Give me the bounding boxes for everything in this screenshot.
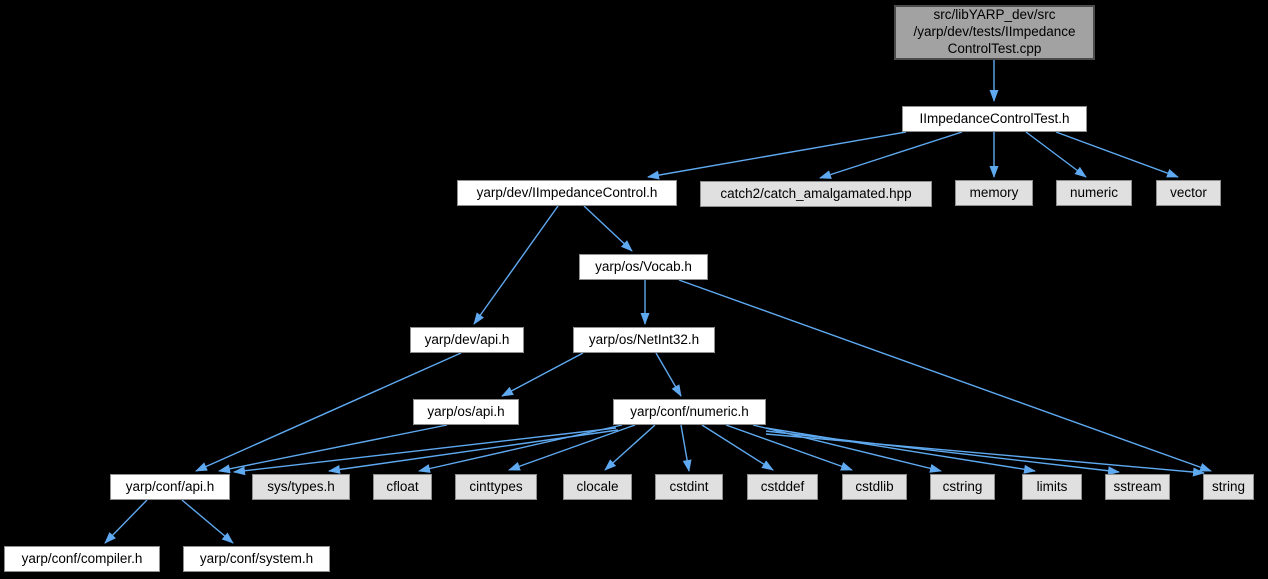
- edge-confnumeric-clocale: [604, 424, 656, 471]
- node-cstring: cstring: [930, 474, 995, 500]
- node-cinttypes: cinttypes: [455, 474, 537, 500]
- edge-confnumeric-cstdint: [680, 424, 692, 472]
- edge-osapi-confapi: [218, 424, 448, 474]
- node-compiler[interactable]: yarp/conf/compiler.h: [4, 546, 160, 572]
- node-osapi[interactable]: yarp/os/api.h: [413, 399, 519, 425]
- node-clocale: clocale: [563, 474, 632, 500]
- edge-vocab-string: [678, 279, 1212, 472]
- edge-impctl-devapi: [473, 205, 559, 325]
- node-devapi[interactable]: yarp/dev/api.h: [410, 327, 524, 353]
- node-cpp: src/libYARP_dev/src /yarp/dev/tests/IImp…: [894, 5, 1095, 60]
- node-cfloat: cfloat: [373, 474, 432, 500]
- edge-confnumeric-cinttypes: [508, 424, 636, 471]
- node-cstdlib: cstdlib: [842, 474, 907, 500]
- node-vector: vector: [1156, 180, 1221, 206]
- edge-confnumeric-string: [765, 433, 1205, 477]
- edge-confnumeric-cfloat: [418, 424, 623, 473]
- edge-confapi-compiler: [104, 499, 148, 544]
- edge-impctl-vocab: [583, 205, 633, 252]
- node-cstdint: cstdint: [655, 474, 723, 500]
- node-system_h[interactable]: yarp/conf/system.h: [183, 546, 330, 572]
- node-memory: memory: [955, 180, 1033, 206]
- node-systypes: sys/types.h: [252, 474, 350, 500]
- node-cstddef: cstddef: [747, 474, 818, 500]
- edge-confnumeric-cstddef: [701, 424, 774, 471]
- edge-testh-impctl: [647, 131, 907, 180]
- edge-testh-vector: [1055, 131, 1179, 178]
- edge-testh-catch2: [819, 131, 963, 179]
- edge-confnumeric-systypes: [328, 429, 619, 474]
- edge-confnumeric-confapi: [233, 427, 617, 476]
- edge-testh-numeric_std: [1025, 131, 1087, 178]
- edge-netint-confnumeric: [655, 352, 682, 397]
- node-sstream: sstream: [1105, 474, 1170, 500]
- node-testh[interactable]: IImpedanceControlTest.h: [902, 106, 1087, 132]
- node-confnumeric[interactable]: yarp/conf/numeric.h: [613, 399, 766, 425]
- node-impctl[interactable]: yarp/dev/IImpedanceControl.h: [457, 180, 677, 206]
- node-string: string: [1203, 474, 1254, 500]
- edge-netint-osapi: [501, 352, 584, 397]
- edge-confnumeric-sstream: [765, 430, 1120, 476]
- node-numeric_std: numeric: [1056, 180, 1132, 206]
- node-confapi[interactable]: yarp/conf/api.h: [110, 474, 230, 500]
- edge-confnumeric-cstring: [752, 424, 942, 473]
- node-vocab[interactable]: yarp/os/Vocab.h: [579, 254, 708, 280]
- edge-confapi-system_h: [181, 499, 234, 544]
- edge-confnumeric-cstdlib: [725, 424, 853, 471]
- edge-confnumeric-limits: [765, 427, 1036, 474]
- node-catch2: catch2/catch_amalgamated.hpp: [700, 181, 932, 207]
- node-netint[interactable]: yarp/os/NetInt32.h: [573, 327, 715, 353]
- node-limits: limits: [1022, 474, 1082, 500]
